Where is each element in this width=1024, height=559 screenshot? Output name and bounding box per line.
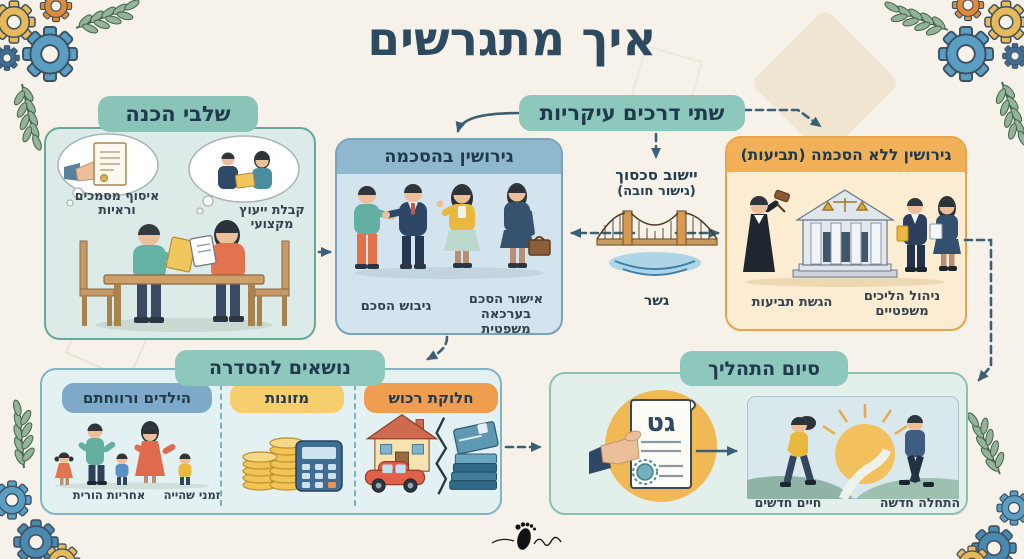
children-pill: הילדים ורווחתם [62, 383, 212, 413]
seal-icon [632, 459, 658, 485]
scales-icon [821, 198, 869, 212]
calculator-icon [295, 440, 343, 492]
hand-icon [589, 430, 642, 474]
finish-panel: גט [549, 372, 968, 515]
prep-illustration [57, 133, 300, 332]
column-divider [354, 384, 356, 506]
laurel-icon [992, 79, 1024, 151]
two-ways-label: שתי דרכים עיקריות [539, 101, 725, 125]
consultants-icon [218, 151, 272, 189]
get-document-icon: גט [589, 390, 717, 502]
finish-header-label: סיום התהליך [707, 357, 821, 380]
agreement-header: גירושין בהסכמה [337, 140, 561, 174]
prep-panel: איסוף מסמכים וראיות קבלת ייעוץ מקצועי [44, 127, 316, 340]
column-divider [220, 384, 222, 506]
car-icon [364, 461, 426, 493]
court-illustration [743, 189, 961, 287]
topics-panel: הילדים ורווחתם מזונות חלוקת רכוש [40, 368, 502, 515]
thought-bubble-icon [188, 135, 300, 215]
bridge-caption: גשר [643, 293, 670, 309]
manage-proceedings-label: ניהול הליכים משפטיים [863, 289, 941, 319]
judge-icon [743, 189, 790, 272]
formulate-agreement-label: גיבוש הסכם [360, 299, 432, 314]
new-start-label: התחלה חדשה [879, 495, 961, 510]
walking-figures [780, 415, 934, 487]
topics-header-pill: נושאים להסדרה [175, 350, 385, 386]
split-icon [435, 417, 448, 495]
two-ways-pill: שתי דרכים עיקריות [519, 95, 745, 131]
laurel-icon [9, 82, 47, 153]
alimony-illustration [242, 437, 343, 492]
laurel-icon [964, 405, 1010, 480]
new-life-label: חיים חדשים [754, 495, 822, 510]
gear-icon [0, 480, 32, 520]
document-icon [64, 142, 127, 186]
handshake-icon [354, 183, 551, 279]
property-pill: חלוקת רכוש [364, 383, 498, 413]
prep-header-pill: שלבי הכנה [98, 96, 258, 132]
coins-icon [242, 437, 305, 491]
professional-advice-label: קבלת ייעוץ מקצועי [239, 202, 305, 232]
alimony-pill: מזונות [230, 383, 344, 413]
footprint-logo [491, 522, 562, 550]
bridge-icon [596, 210, 718, 276]
family-icon [54, 421, 210, 490]
litigation-panel: גירושין ללא הסכמה (תביעות) [725, 136, 967, 331]
gear-icon [996, 490, 1024, 526]
agreement-panel: גירושין בהסכמה [335, 138, 563, 337]
table-meeting-icon [79, 220, 290, 332]
custody-time-label: זמני שהייה [163, 488, 221, 502]
mediation-title: יישוב סכסוך [615, 166, 698, 184]
collect-documents-label: איסוף מסמכים וראיות [74, 188, 160, 218]
new-life-scene [747, 396, 959, 499]
litigation-header: גירושין ללא הסכמה (תביעות) [727, 138, 965, 172]
agreement-header-label: גירושין בהסכמה [384, 147, 514, 167]
lawyers-icon [896, 196, 961, 272]
sun-icon [822, 404, 908, 484]
courthouse-icon [792, 189, 898, 278]
page-title: איך מתגרשים [367, 12, 657, 67]
get-text: גט [646, 408, 675, 438]
briefcase-icon [528, 236, 551, 256]
property-illustration [364, 414, 499, 495]
property-pill-label: חלוקת רכוש [388, 389, 474, 407]
bank-cards-icon [449, 421, 499, 490]
topics-header-label: נושאים להסדרה [209, 357, 351, 379]
approve-agreement-label: אישור הסכם בערכאה משפטית [468, 292, 544, 337]
laurel-icon [0, 397, 46, 471]
file-claims-label: הגשת תביעות [751, 295, 833, 310]
prep-header-label: שלבי הכנה [125, 102, 231, 126]
alimony-pill-label: מזונות [264, 389, 310, 407]
parental-responsibility-label: אחריות הורית [72, 488, 146, 502]
children-pill-label: הילדים ורווחתם [82, 389, 192, 407]
mediation-subtitle: (גישור חובה) [617, 184, 696, 199]
litigation-header-label: גירושין ללא הסכמה (תביעות) [740, 146, 952, 164]
finish-header-pill: סיום התהליך [680, 351, 848, 386]
